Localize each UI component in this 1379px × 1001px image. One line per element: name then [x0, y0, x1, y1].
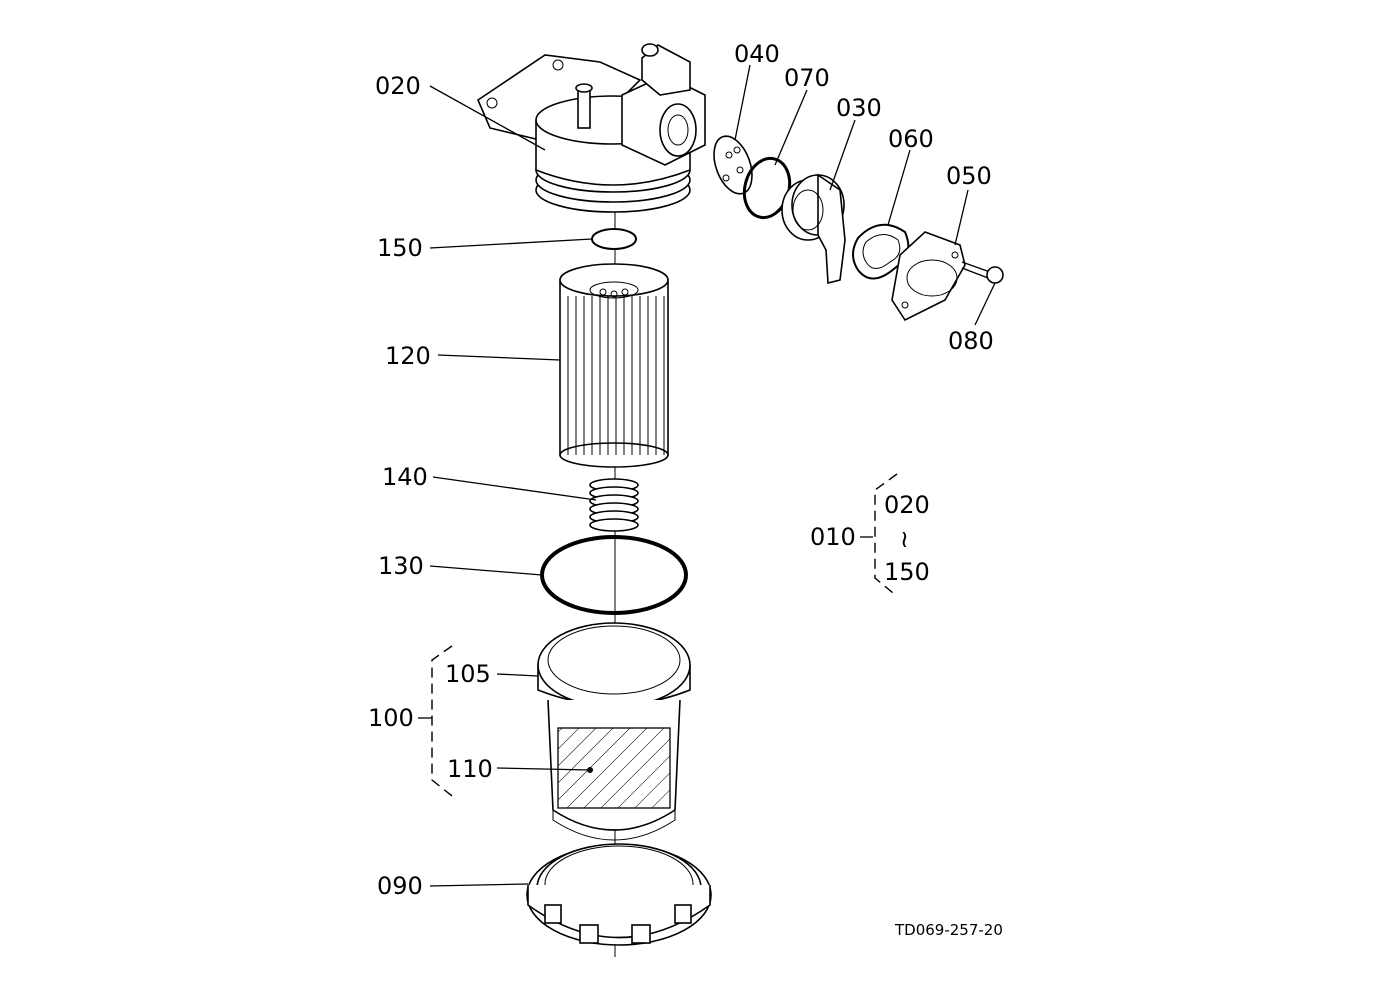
filter-element [559, 263, 669, 468]
label-030: 030 [836, 94, 882, 122]
range-separator: ≀ [900, 525, 909, 553]
cover-plate-050 [891, 231, 966, 322]
spring [589, 478, 639, 532]
label-100: 100 [368, 704, 414, 732]
valve-body [781, 173, 846, 285]
label-010: 010 [810, 523, 856, 551]
label-040: 040 [734, 40, 780, 68]
bracket-010 [874, 473, 898, 594]
label-105: 105 [445, 660, 491, 688]
o-ring-130 [540, 535, 688, 615]
label-090: 090 [377, 872, 423, 900]
bracket-100 [431, 645, 453, 797]
label-060: 060 [888, 125, 934, 153]
valve-plate [713, 135, 753, 195]
label-110: 110 [447, 755, 493, 783]
ring-nut [526, 843, 712, 946]
label-070: 070 [784, 64, 830, 92]
screw-080 [961, 261, 1004, 284]
label-120: 120 [385, 342, 431, 370]
label-140: 140 [382, 463, 428, 491]
drawing-code: TD069-257-20 [894, 921, 1003, 939]
filter-bowl [537, 622, 691, 841]
label-130: 130 [378, 552, 424, 580]
spring-coil [589, 518, 639, 532]
label-050: 050 [946, 162, 992, 190]
sight-window-110 [557, 727, 671, 809]
label-150: 150 [377, 234, 423, 262]
label-020: 020 [375, 72, 421, 100]
gasket-060 [852, 223, 910, 280]
range-start-label: 020 [884, 491, 930, 519]
label-080: 080 [948, 327, 994, 355]
leader-lines [418, 64, 996, 887]
o-ring-150 [591, 228, 637, 250]
range-end-label: 150 [884, 558, 930, 586]
filter-head [477, 43, 706, 213]
